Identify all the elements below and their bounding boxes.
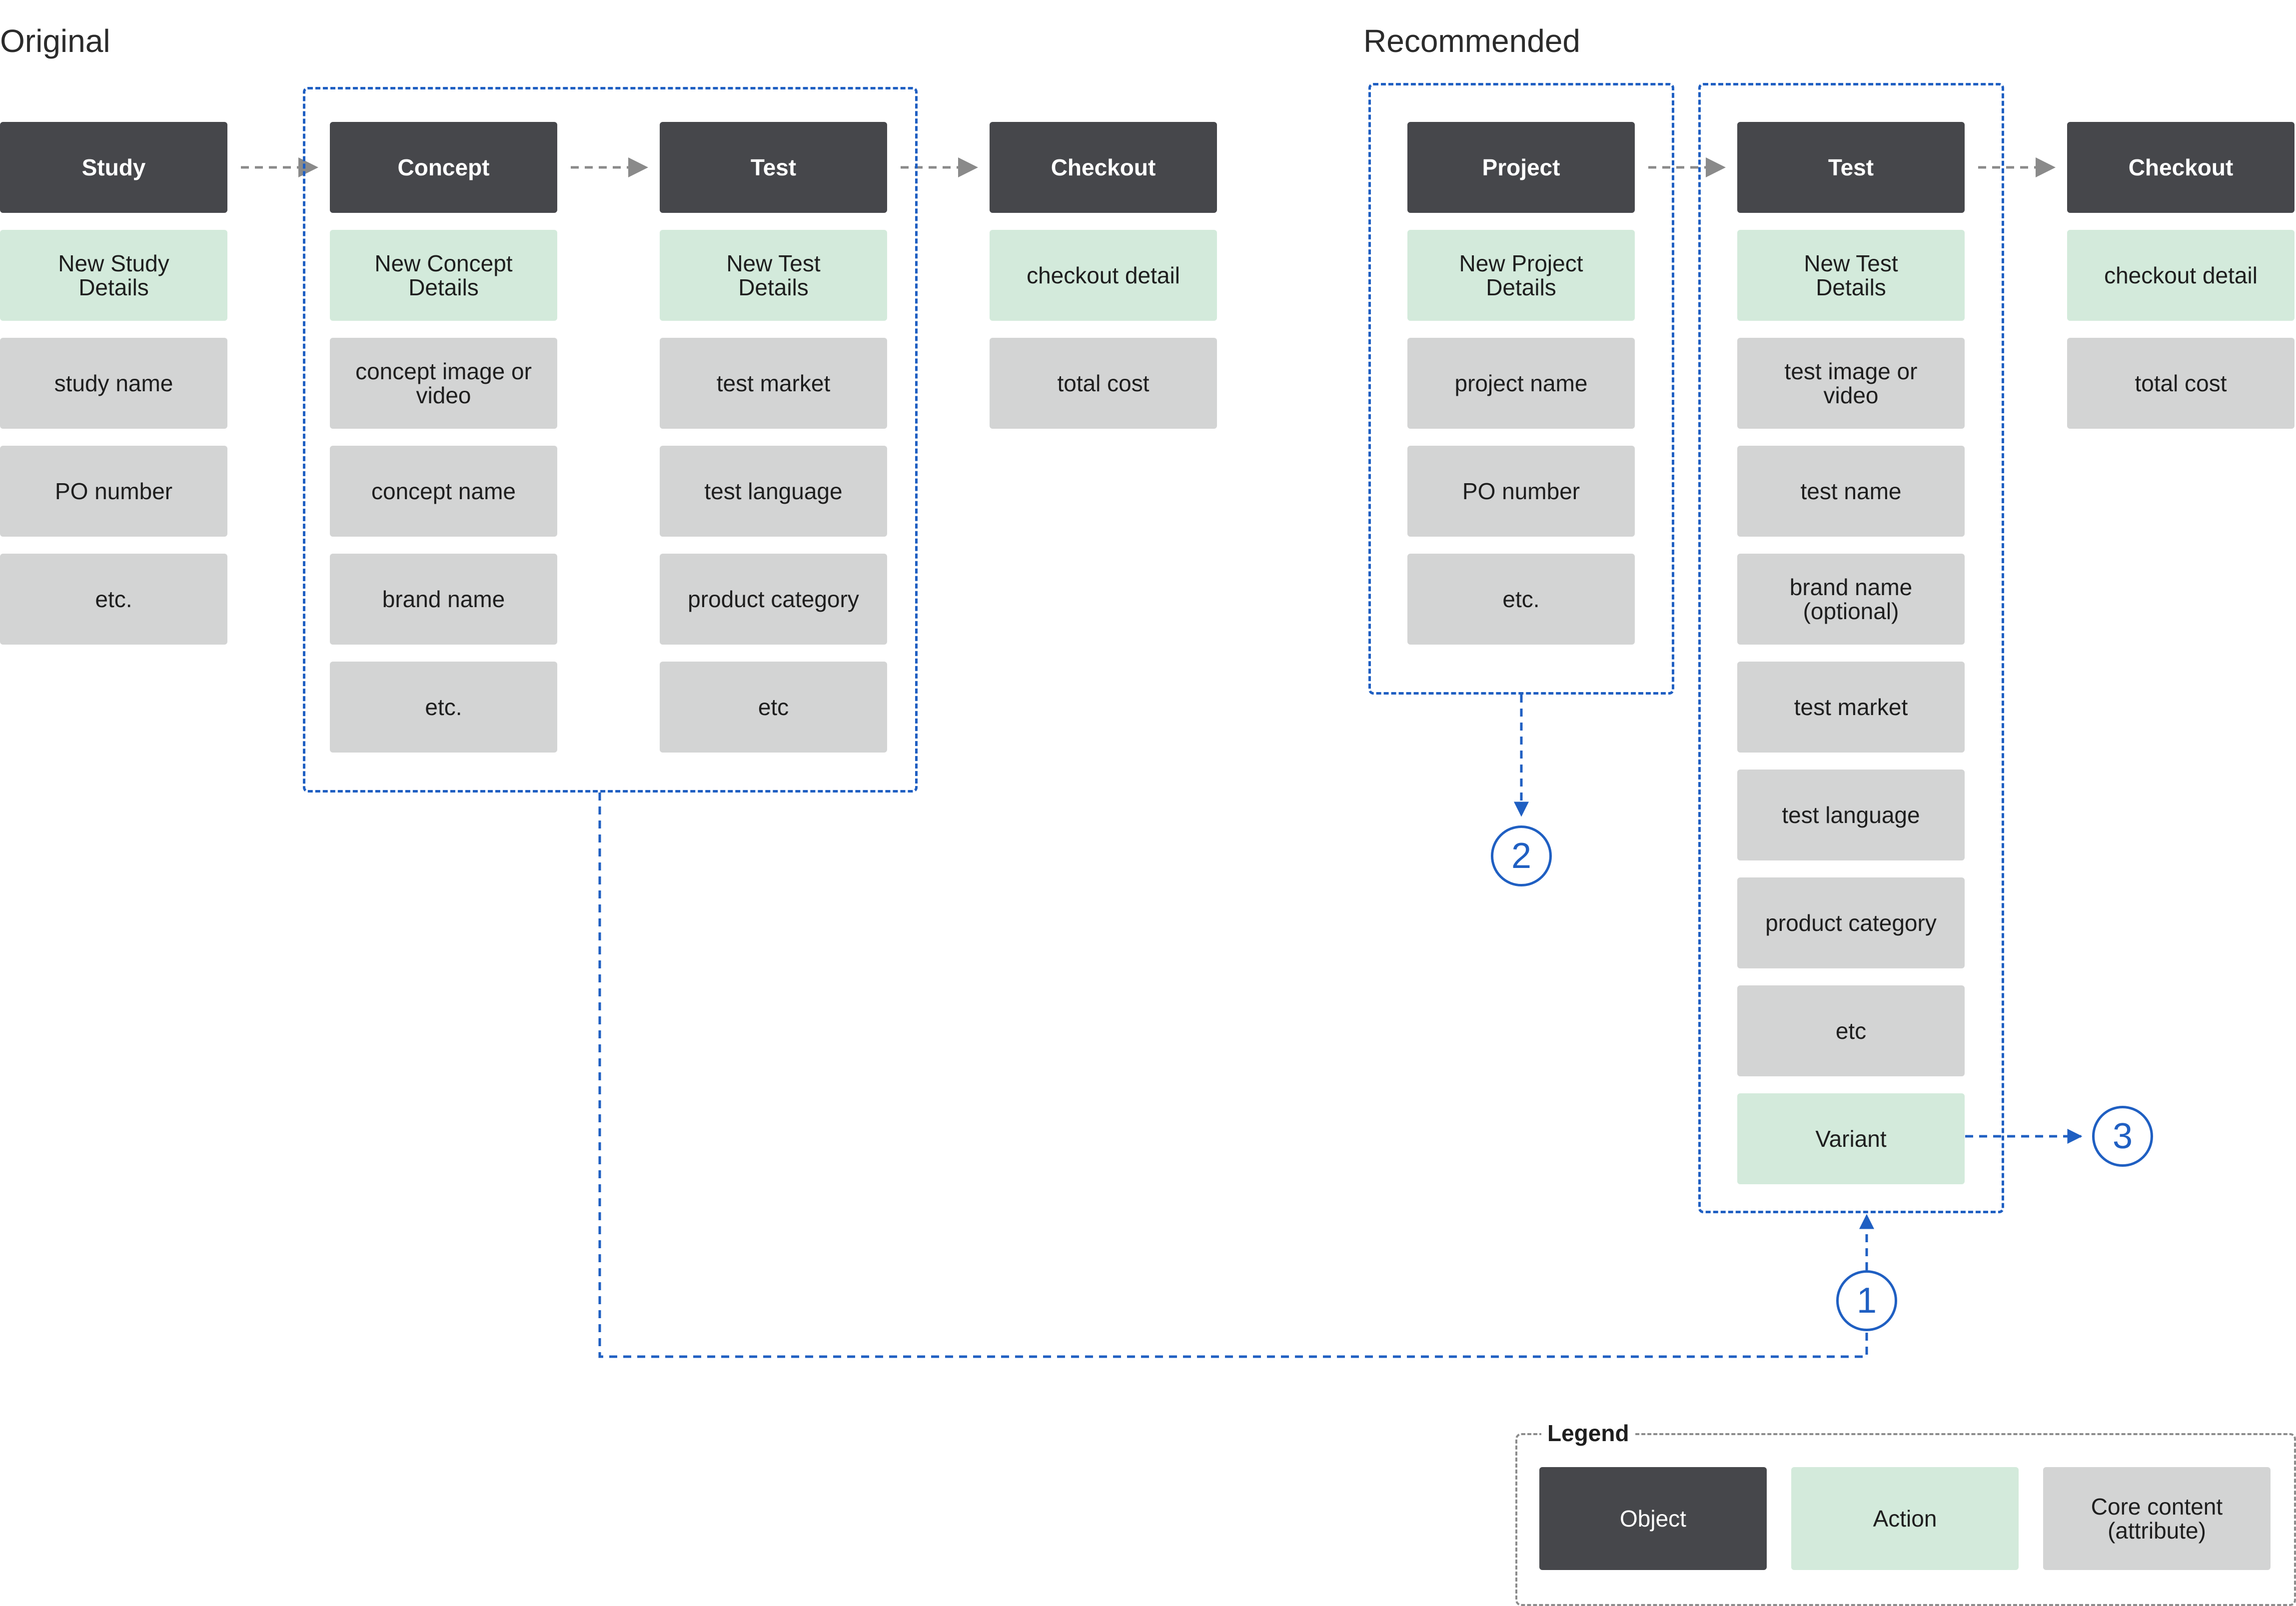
object-test-recommended: Test bbox=[1737, 122, 1965, 213]
legend-frame bbox=[1515, 1433, 2296, 1606]
action-new-project-details: New Project Details bbox=[1407, 230, 1635, 321]
action-variant: Variant bbox=[1737, 1093, 1965, 1184]
action-new-test-details-recommended: New Test Details bbox=[1737, 230, 1965, 321]
attribute-total-cost-recommended: total cost bbox=[2067, 338, 2295, 429]
attribute-project-name: project name bbox=[1407, 338, 1635, 429]
attribute-project-etc: etc. bbox=[1407, 554, 1635, 645]
attribute-test-name: test name bbox=[1737, 446, 1965, 537]
attribute-test-etc-recommended: etc bbox=[1737, 985, 1965, 1076]
attribute-concept-image-or-video: concept image or video bbox=[330, 338, 557, 429]
action-new-study-details: New Study Details bbox=[0, 230, 227, 321]
marker-2: 2 bbox=[1491, 825, 1552, 886]
attribute-test-language-recommended: test language bbox=[1737, 770, 1965, 860]
object-checkout: Checkout bbox=[990, 122, 1217, 213]
recommended-section-title: Recommended bbox=[1363, 23, 1580, 59]
object-concept: Concept bbox=[330, 122, 557, 213]
attribute-study-etc: etc. bbox=[0, 554, 227, 645]
attribute-product-category: product category bbox=[660, 554, 887, 645]
attribute-concept-name: concept name bbox=[330, 446, 557, 537]
recommended-project-group bbox=[1368, 83, 1674, 695]
object-checkout-recommended: Checkout bbox=[2067, 122, 2295, 213]
object-project: Project bbox=[1407, 122, 1635, 213]
action-checkout-detail: checkout detail bbox=[990, 230, 1217, 321]
merge-connector-original-to-test bbox=[598, 793, 1868, 1358]
object-test: Test bbox=[660, 122, 887, 213]
attribute-test-market: test market bbox=[660, 338, 887, 429]
attribute-total-cost: total cost bbox=[990, 338, 1217, 429]
attribute-po-number-recommended: PO number bbox=[1407, 446, 1635, 537]
action-new-test-details: New Test Details bbox=[660, 230, 887, 321]
attribute-brand-name-optional: brand name (optional) bbox=[1737, 554, 1965, 645]
original-concept-test-group bbox=[303, 87, 918, 793]
action-new-concept-details: New Concept Details bbox=[330, 230, 557, 321]
attribute-product-category-recommended: product category bbox=[1737, 877, 1965, 968]
attribute-po-number: PO number bbox=[0, 446, 227, 537]
legend-title: Legend bbox=[1541, 1418, 1635, 1448]
legend-action-swatch: Action bbox=[1791, 1467, 2019, 1570]
attribute-test-etc: etc bbox=[660, 662, 887, 753]
object-study: Study bbox=[0, 122, 227, 213]
legend-object-swatch: Object bbox=[1539, 1467, 1767, 1570]
attribute-test-image-or-video: test image or video bbox=[1737, 338, 1965, 429]
action-checkout-detail-recommended: checkout detail bbox=[2067, 230, 2295, 321]
attribute-study-name: study name bbox=[0, 338, 227, 429]
recommended-test-group bbox=[1698, 83, 2004, 1213]
legend-attribute-swatch: Core content (attribute) bbox=[2043, 1467, 2271, 1570]
attribute-test-language: test language bbox=[660, 446, 887, 537]
attribute-concept-etc: etc. bbox=[330, 662, 557, 753]
marker-3: 3 bbox=[2092, 1106, 2153, 1167]
attribute-brand-name: brand name bbox=[330, 554, 557, 645]
original-section-title: Original bbox=[0, 23, 110, 59]
marker-1: 1 bbox=[1836, 1270, 1897, 1331]
attribute-test-market-recommended: test market bbox=[1737, 662, 1965, 753]
